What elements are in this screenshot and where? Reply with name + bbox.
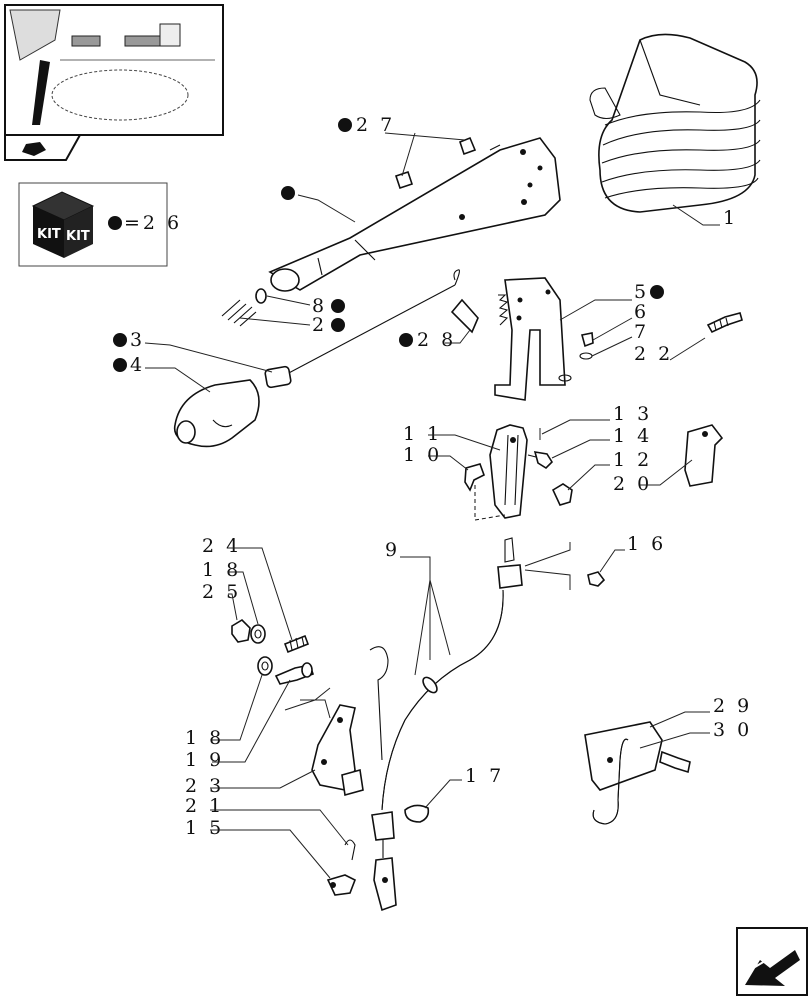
label-16: 1 6 [627,533,666,555]
part-29-hook-bracket [584,721,663,825]
part-27-plugs [394,136,477,190]
part-25-nut [231,618,251,643]
part-6-screw [579,332,594,360]
label-22: 2 2 [634,343,673,365]
label-15: 1 5 [185,817,224,839]
label-30: 3 0 [713,719,752,741]
part-11-clevis [474,424,528,521]
part-28-clip [450,298,479,334]
part-17-clip [404,804,430,823]
part-24-stud [283,634,310,654]
part-1-boot [589,33,761,213]
label-10: 1 0 [403,444,442,466]
bullet-lever-icon [281,186,295,200]
location-thumbnail[interactable] [4,4,224,136]
kit-label-left: KIT [37,227,61,242]
label-27: 2 7 [356,114,395,136]
label-12: 1 2 [613,449,652,471]
part-14-bolt [527,451,554,470]
label-28: 2 8 [417,329,456,351]
part-10-bolt [464,463,485,492]
part-2-spring [221,288,267,327]
label-1: 1 [723,207,738,229]
part-30-bolt [659,750,691,774]
label-6: 6 [634,301,649,323]
label-29: 2 9 [713,695,752,717]
label-20: 2 0 [613,473,652,495]
label-25: 2 5 [202,581,241,603]
kit-box-icon: KIT KIT [31,191,95,258]
part-9-cable [371,537,523,912]
bullet-28-icon [399,333,413,347]
part-16-screw [587,571,606,587]
label-17: 1 7 [465,765,504,787]
label-23: 2 3 [185,775,224,797]
part-4-grip [173,379,260,448]
part-15-clevis-pin [326,874,357,896]
next-page-arrow-icon[interactable] [736,927,808,996]
part-12-bush [551,483,573,506]
label-2: 2 [312,314,327,336]
label-9: 9 [385,539,400,561]
bullet-3-icon [113,333,127,347]
label-4: 4 [130,354,145,376]
bullet-2-icon [331,318,345,332]
label-19: 1 9 [185,749,224,771]
label-8: 8 [312,295,327,317]
label-24: 2 4 [202,535,241,557]
label-21: 2 1 [185,795,224,817]
bullet-8-icon [331,299,345,313]
bullet-5-icon [650,285,664,299]
part-18-washer-a [250,624,266,644]
thumbnail-tab-icon[interactable] [4,134,82,161]
bullet-27-icon [338,118,352,132]
label-11: 1 1 [403,423,442,445]
kit-bullet-icon [108,216,122,230]
kit-label-right: KIT [66,229,90,244]
part-22-screw [706,312,743,334]
label-18-top: 1 8 [202,559,241,581]
label-7: 7 [634,321,649,343]
part-5-sector-bracket [494,277,572,401]
label-14: 1 4 [613,425,652,447]
kit-legend: KIT KIT =2 6 [18,182,182,267]
kit-legend-text: =2 6 [124,212,182,234]
label-18-bottom: 1 8 [185,727,224,749]
release-rod [264,269,460,389]
part-19-bolt [274,662,315,685]
label-5: 5 [634,281,649,303]
label-13: 1 3 [613,403,652,425]
label-3: 3 [130,329,145,351]
parking-brake-lever [268,137,561,292]
part-23-bracket [311,646,389,797]
part-20-bracket [684,424,724,487]
part-18-washer-b [257,656,273,676]
bullet-4-icon [113,358,127,372]
